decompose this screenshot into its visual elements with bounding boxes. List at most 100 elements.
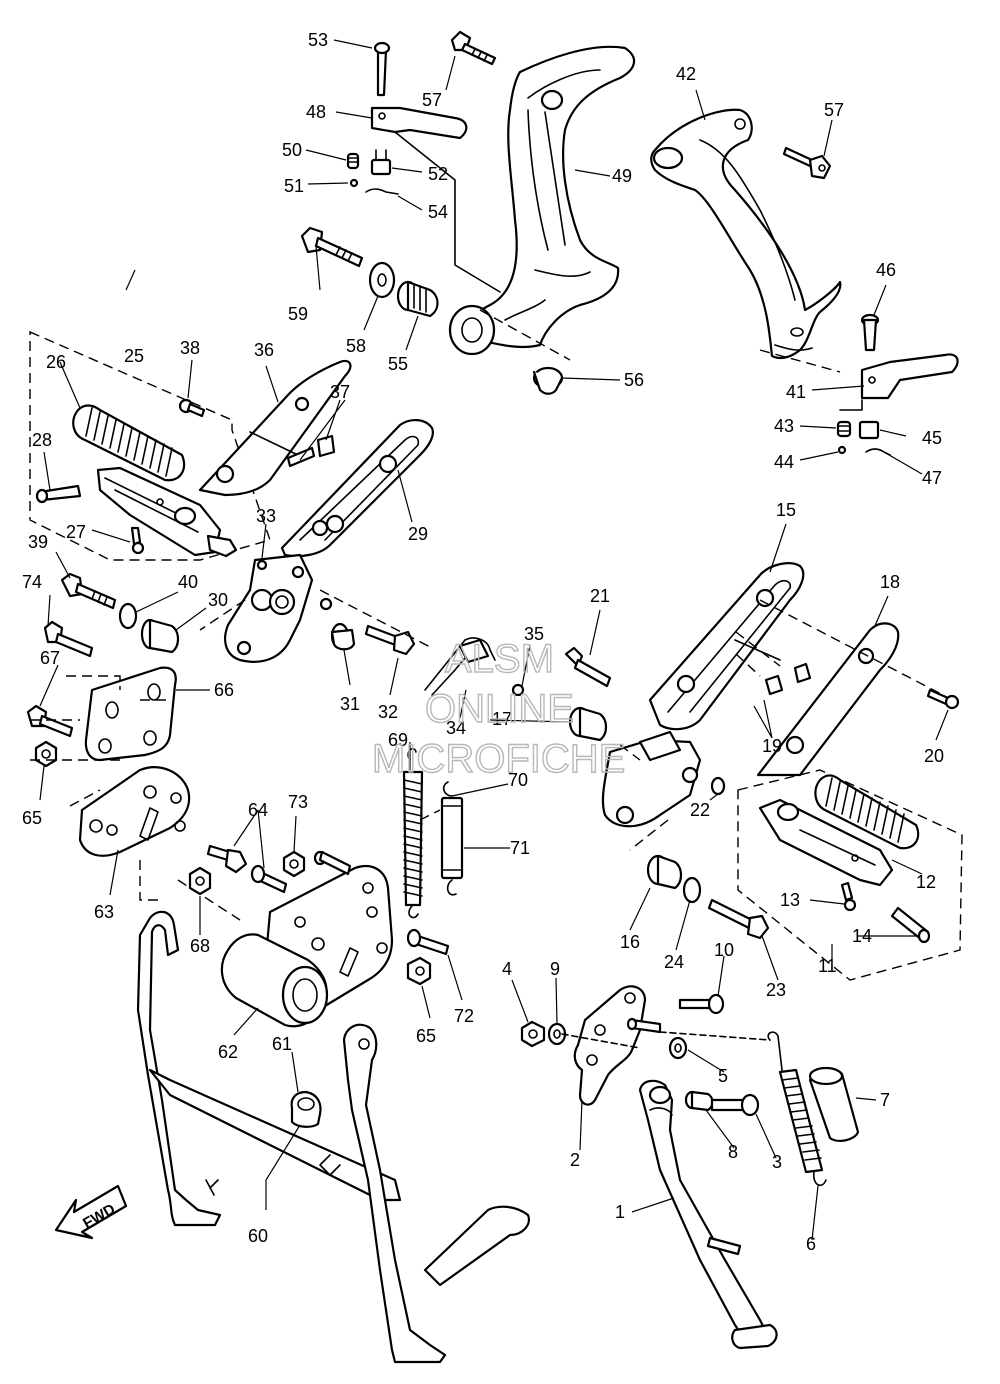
bolt-32 <box>364 624 416 656</box>
bracket-29 <box>280 419 434 558</box>
connector-lines <box>30 309 946 921</box>
callout-48: 48 <box>306 102 326 122</box>
pin-53 <box>373 41 391 97</box>
callout-64: 64 <box>248 800 268 820</box>
group-box-11 <box>737 769 963 981</box>
callout-53: 53 <box>308 30 328 50</box>
callout-42: 42 <box>676 64 696 84</box>
collar-31 <box>330 622 356 651</box>
bolt-57-top <box>450 30 497 66</box>
callout-70: 70 <box>508 770 528 790</box>
bolt-13 <box>840 881 857 912</box>
washer-58 <box>368 261 396 299</box>
footrest-rubber-12 <box>814 774 920 850</box>
bolt-14 <box>890 906 931 944</box>
callout-40: 40 <box>178 572 198 592</box>
footrest-rubber-26 <box>72 404 186 482</box>
watermark-line-1: ALSM <box>445 637 554 681</box>
bolt-3 <box>710 1093 760 1117</box>
callout-2: 2 <box>570 1150 580 1170</box>
callout-25: 25 <box>124 346 144 366</box>
callout-29: 29 <box>408 524 428 544</box>
callout-23: 23 <box>766 980 786 1000</box>
lever-48 <box>370 106 501 293</box>
rear-bracket-49 <box>448 45 636 356</box>
callout-54: 54 <box>428 202 448 222</box>
washer-33 <box>256 559 268 571</box>
plate-18 <box>734 622 900 777</box>
group-box-25 <box>29 330 271 561</box>
callout-58: 58 <box>346 336 366 356</box>
callout-27: 27 <box>66 522 86 542</box>
callout-55: 55 <box>388 354 408 374</box>
callout-24: 24 <box>664 952 684 972</box>
callout-11: 11 <box>818 956 837 976</box>
callout-7: 7 <box>880 1090 890 1110</box>
callout-3: 3 <box>772 1152 782 1172</box>
callout-5: 5 <box>718 1066 728 1086</box>
callout-16: 16 <box>620 932 640 952</box>
callout-36: 36 <box>254 340 274 360</box>
callout-6: 6 <box>806 1234 816 1254</box>
bolt-72 <box>406 928 450 956</box>
callout-57-top: 57 <box>422 90 442 110</box>
callout-13: 13 <box>780 890 800 910</box>
plate-45 <box>858 420 880 440</box>
rear-bracket-42 <box>650 108 842 360</box>
plate-36 <box>198 359 352 497</box>
callout-19: 19 <box>762 736 782 756</box>
callout-63: 63 <box>94 902 114 922</box>
callout-49: 49 <box>612 166 632 186</box>
center-stand-60 <box>136 910 530 1364</box>
callout-67: 67 <box>40 648 60 668</box>
plate-66 <box>84 666 177 762</box>
callout-44: 44 <box>774 452 794 472</box>
nut-65-left <box>34 740 58 768</box>
lever-41 <box>839 353 959 411</box>
plate-52 <box>370 149 392 176</box>
bolt-39 <box>60 572 117 610</box>
callout-4: 4 <box>502 959 512 979</box>
watermark: ALSM ONLINE MICROFICHE <box>371 636 626 781</box>
callout-33: 33 <box>256 506 276 526</box>
callout-34: 34 <box>446 718 466 738</box>
fwd-arrow-icon: FWD <box>54 1184 128 1240</box>
sidestand-1 <box>638 1079 778 1350</box>
axis-lines <box>561 1031 771 1049</box>
stopper-61 <box>290 1090 322 1128</box>
callout-61: 61 <box>272 1034 292 1054</box>
bolt-21 <box>564 646 612 688</box>
callout-69: 69 <box>388 730 408 750</box>
callout-37: 37 <box>330 382 350 402</box>
nut-65-right <box>406 956 432 986</box>
spring-43 <box>836 420 852 438</box>
callout-65-right: 65 <box>416 1026 436 1046</box>
callout-73: 73 <box>288 792 308 812</box>
front-bracket-right <box>601 730 702 828</box>
callout-10: 10 <box>714 940 734 960</box>
callout-labels: 1 2 3 4 5 6 7 8 9 10 11 12 13 14 15 16 1… <box>22 30 944 1254</box>
bolt-74 <box>43 620 94 658</box>
ball-44 <box>837 445 847 455</box>
callout-56: 56 <box>624 370 644 390</box>
callout-20: 20 <box>924 746 944 766</box>
callout-38: 38 <box>180 338 200 358</box>
callout-45: 45 <box>922 428 942 448</box>
nut-4 <box>520 1020 546 1048</box>
callout-18: 18 <box>880 572 900 592</box>
ball-51 <box>349 178 359 188</box>
callout-30: 30 <box>208 590 228 610</box>
callout-8: 8 <box>728 1142 738 1162</box>
pin-46 <box>860 313 880 352</box>
callout-65-left: 65 <box>22 808 42 828</box>
callout-12: 12 <box>916 872 936 892</box>
washer-5 <box>668 1036 688 1060</box>
washer-22 <box>710 776 726 796</box>
collar-56 <box>532 366 564 395</box>
callout-66: 66 <box>214 680 234 700</box>
clip-47 <box>865 448 891 456</box>
callout-72: 72 <box>454 1006 474 1026</box>
bolt-64-c <box>313 850 352 876</box>
callout-60: 60 <box>248 1226 268 1246</box>
